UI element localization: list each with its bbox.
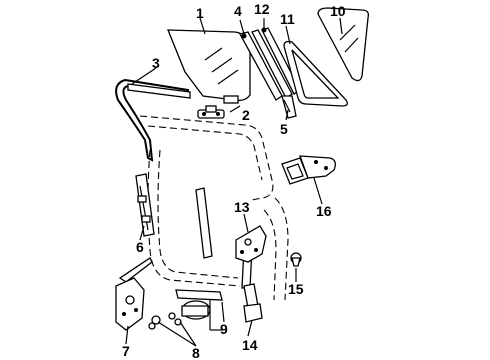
door-glass	[167, 29, 251, 104]
callout-16: 16	[316, 203, 332, 219]
callout-15: 15	[288, 281, 304, 297]
callout-3: 3	[152, 55, 160, 71]
lower-channel	[243, 283, 263, 323]
regulator-motor	[175, 289, 223, 331]
callout-13: 13	[234, 199, 250, 215]
callout-5: 5	[280, 121, 288, 137]
callout-9: 9	[220, 321, 228, 337]
callout-2: 2	[242, 107, 250, 123]
inside-handle	[281, 155, 336, 185]
callout-7: 7	[122, 343, 130, 359]
front-run-channel	[135, 173, 155, 237]
retainer-clip	[290, 252, 302, 267]
quarter-glass	[317, 7, 370, 82]
callout-6: 6	[136, 239, 144, 255]
callout-12: 12	[254, 1, 270, 17]
callout-8: 8	[192, 345, 200, 360]
quarter-weatherstrip	[283, 40, 348, 107]
window-regulator	[115, 257, 153, 331]
callout-1: 1	[196, 5, 204, 21]
door-frame	[139, 115, 289, 301]
regulator-bolts	[148, 312, 182, 330]
glass-bracket	[197, 105, 225, 119]
callout-14: 14	[242, 337, 258, 353]
callout-labels: 1 2 3 4 5 6 7 8 9 10 11 12 13 14 15 16	[122, 1, 346, 360]
callout-4: 4	[234, 3, 242, 19]
callout-11: 11	[280, 11, 295, 27]
callout-10: 10	[330, 3, 346, 19]
rear-channel	[281, 95, 297, 119]
leader-lines	[125, 17, 343, 347]
door-lock	[235, 225, 267, 263]
division-bar-strips	[239, 27, 301, 101]
glass-run-channel	[115, 78, 191, 162]
